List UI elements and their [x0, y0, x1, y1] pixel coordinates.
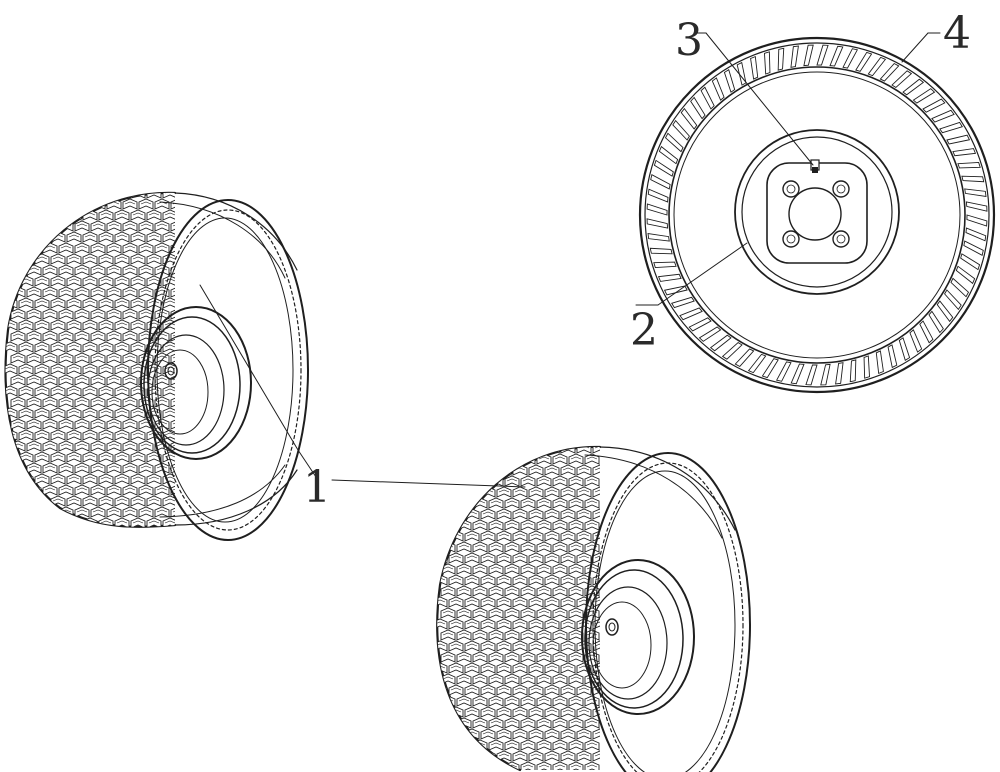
left-tire-sidewall — [147, 199, 309, 541]
callout-1: 1 — [199, 284, 526, 513]
left-rim — [140, 306, 252, 460]
lug-holes — [782, 180, 850, 248]
callout-3: 3 — [675, 15, 814, 166]
callout-4-label: 4 — [943, 8, 971, 59]
bottom-tire-tread — [436, 445, 736, 772]
callout-2: 2 — [630, 242, 748, 356]
valve-stem — [810, 159, 820, 173]
left-wheel — [4, 191, 309, 541]
callout-2-label: 2 — [630, 305, 658, 356]
callout-3-label: 3 — [675, 15, 703, 66]
front-rim — [734, 129, 900, 295]
bottom-rim — [581, 559, 695, 715]
front-view-wheel — [638, 36, 996, 394]
callout-1-label: 1 — [303, 462, 331, 513]
left-tire-tread — [4, 191, 298, 528]
callout-4: 4 — [901, 8, 971, 63]
bottom-wheel — [436, 445, 751, 772]
bottom-tire-sidewall — [585, 452, 751, 772]
front-tire — [638, 36, 996, 394]
